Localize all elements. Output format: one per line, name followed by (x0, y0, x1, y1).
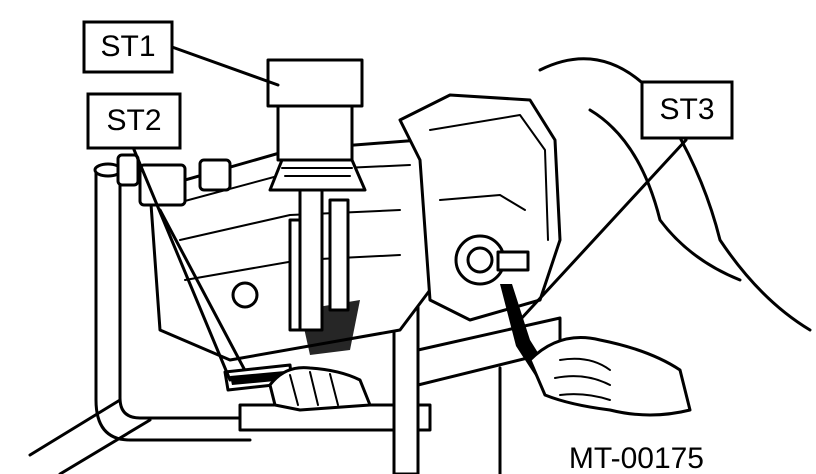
lower-hand (268, 366, 372, 412)
callout-st1-label: ST1 (100, 30, 155, 63)
figure-code: MT-00175 (569, 442, 704, 474)
callout-st1: ST1 (82, 20, 174, 74)
callout-st2: ST2 (86, 92, 182, 150)
callout-st2-label: ST2 (106, 104, 161, 137)
callout-st3-label: ST3 (659, 93, 714, 126)
callout-st3: ST3 (640, 80, 734, 140)
operator-hand (528, 57, 812, 417)
st1-tool (266, 58, 367, 192)
leader-lines (128, 45, 688, 382)
transmission-case (116, 93, 562, 362)
